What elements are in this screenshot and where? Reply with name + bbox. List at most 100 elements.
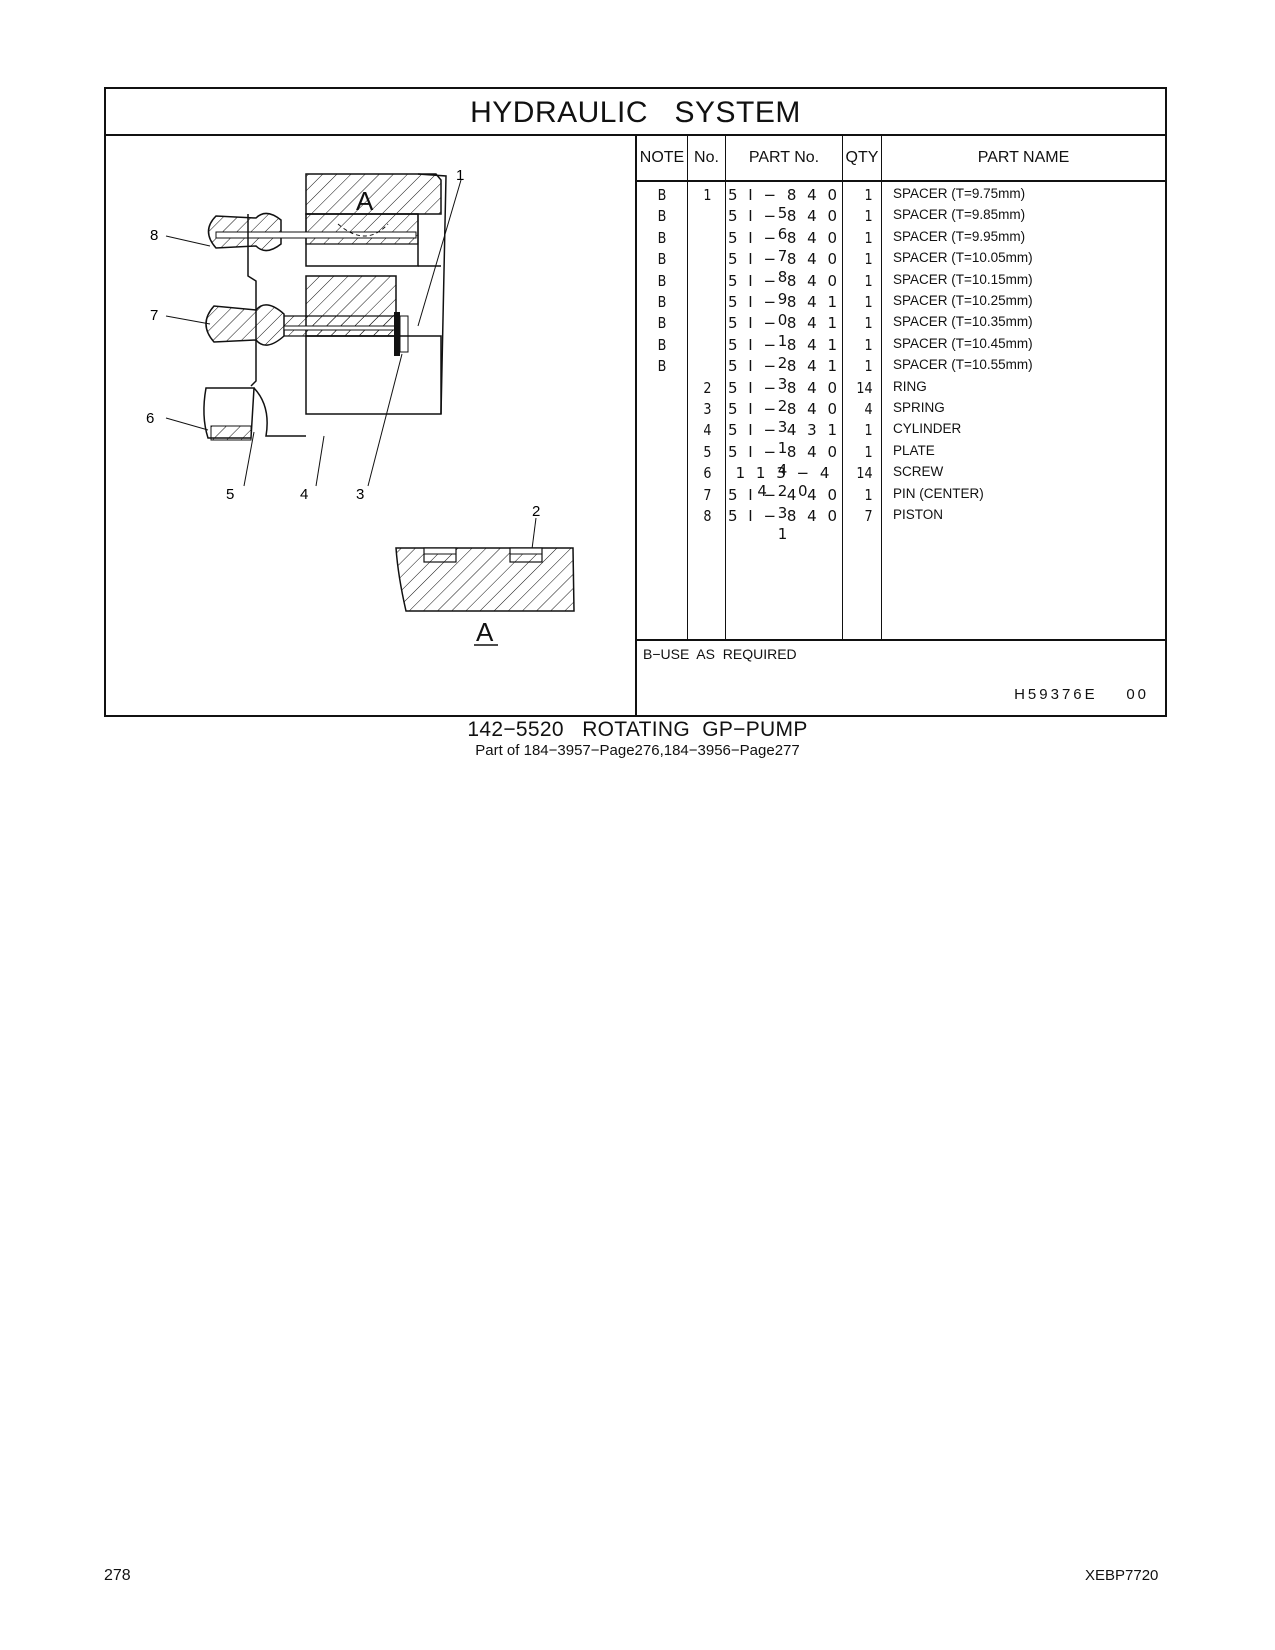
row-note: B	[657, 335, 667, 354]
table-row: B 5 I − 8 4 0 6 1 SPACER (T=9.85mm)	[637, 207, 1165, 243]
row-note: B	[657, 271, 667, 290]
parts-table: NOTE No. PART No. QTY PART NAME B 1 5 I − …	[637, 136, 1165, 717]
assembly-reference: Part of 184−3957−Page276,184−3956−Page27…	[475, 742, 800, 759]
row-number: 7	[703, 485, 712, 504]
row-quantity: 1	[864, 485, 873, 504]
row-quantity: 1	[864, 250, 873, 269]
row-note: B	[657, 207, 667, 226]
col-divider	[881, 136, 882, 639]
document-code: XEBP7720	[1085, 1567, 1159, 1584]
row-quantity: 7	[864, 507, 873, 525]
row-quantity: 1	[864, 186, 873, 204]
row-note: B	[657, 314, 667, 333]
row-number: 2	[703, 378, 712, 397]
row-quantity: 1	[864, 271, 873, 290]
table-row: 8 5 I − 8 4 0 1 7 PISTON	[637, 507, 1165, 543]
row-number: 3	[703, 400, 712, 418]
callout-8: 8	[150, 227, 158, 244]
row-number: 5	[703, 442, 712, 461]
drawing-code: H59376E 00	[1014, 686, 1149, 703]
col-name-header: PART NAME	[882, 136, 1165, 182]
row-part-number: 5 I − 8 4 0 4	[727, 442, 840, 479]
row-quantity: 14	[856, 464, 873, 483]
row-note: B	[657, 250, 667, 269]
row-part-name: PIN (CENTER)	[893, 485, 984, 501]
row-part-number: 5 I − 8 4 0 6	[727, 207, 840, 244]
row-number: 6	[703, 464, 712, 483]
view-label-bottom: A	[476, 617, 494, 647]
col-divider	[842, 136, 843, 639]
row-part-number: 5 I − 8 4 0 2	[727, 378, 840, 415]
row-quantity: 1	[864, 207, 873, 226]
row-part-number: 5 I − 8 4 0 9	[727, 271, 840, 308]
row-quantity: 1	[864, 228, 873, 247]
row-quantity: 14	[856, 378, 873, 397]
assembly-caption: 142−5520 ROTATING GP−PUMP	[467, 718, 808, 741]
row-part-name: SPACER (T=9.95mm)	[893, 228, 1026, 244]
row-number: 8	[703, 507, 712, 525]
callout-4: 4	[300, 486, 308, 503]
row-part-name: CYLINDER	[893, 421, 962, 437]
table-row: B 5 I − 8 4 0 7 1 SPACER (T=9.95mm)	[637, 228, 1165, 265]
col-divider	[725, 136, 726, 639]
callout-3: 3	[356, 486, 364, 503]
callout-7: 7	[150, 307, 158, 324]
col-note-header: NOTE	[637, 136, 687, 182]
page-number: 278	[104, 1567, 131, 1584]
view-marker-top: A	[356, 186, 374, 216]
col-no-header: No.	[688, 136, 725, 182]
table-row: B 1 5 I − 8 4 0 5 1 SPACER (T=9.75mm)	[637, 186, 1165, 222]
row-note: B	[657, 228, 667, 247]
row-note: B	[657, 357, 667, 376]
row-part-name: SPACER (T=10.35mm)	[893, 314, 1033, 330]
pump-cross-section-drawing: A 1 8 7 6 5 4 3 2 A	[146, 167, 575, 647]
row-quantity: 1	[864, 421, 873, 440]
row-note: B	[657, 293, 667, 311]
col-divider	[687, 136, 688, 639]
row-part-number: 5 I − 8 4 1 2	[727, 335, 840, 372]
row-part-name: SPACER (T=10.45mm)	[893, 335, 1033, 351]
row-part-number: 5 I − 8 4 0 3	[727, 400, 840, 436]
row-part-name: PLATE	[893, 442, 935, 458]
row-part-name: SPACER (T=9.85mm)	[893, 207, 1026, 223]
row-part-name: RING	[893, 378, 927, 394]
exploded-illustration: A 1 8 7 6 5 4 3 2 A	[106, 136, 637, 717]
row-part-number: 5 I − 8 4 1 3	[727, 357, 840, 394]
parts-frame: HYDRAULIC SYSTEM	[104, 87, 1167, 717]
row-part-number: 5 I − 8 4 0 7	[727, 228, 840, 265]
row-number: 1	[703, 186, 712, 204]
col-qty-header: QTY	[843, 136, 881, 182]
table-row: 2 5 I − 8 4 0 2 14 RING	[637, 378, 1165, 415]
row-quantity: 4	[864, 400, 873, 418]
row-quantity: 1	[864, 335, 873, 354]
row-note: B	[657, 186, 667, 204]
col-part-header: PART No.	[726, 136, 842, 182]
callout-1: 1	[456, 167, 464, 184]
table-row: 3 5 I − 8 4 0 3 4 SPRING	[637, 400, 1165, 436]
section-title: HYDRAULIC SYSTEM	[106, 89, 1165, 136]
callout-2: 2	[532, 503, 540, 520]
row-part-number: 5 I − 8 4 1 0	[727, 293, 840, 329]
table-row: B 5 I − 8 4 1 0 1 SPACER (T=10.25mm)	[637, 293, 1165, 329]
footnote: B−USE AS REQUIRED	[643, 646, 797, 662]
row-part-name: PISTON	[893, 507, 944, 522]
row-part-name: SPRING	[893, 400, 945, 415]
row-part-name: SPACER (T=10.05mm)	[893, 250, 1033, 266]
row-part-number: 5 I − 4 3 1 1	[727, 421, 840, 458]
row-part-number: 5 I − 8 4 0 1	[727, 507, 840, 543]
row-part-name: SPACER (T=9.75mm)	[893, 186, 1026, 201]
callout-6: 6	[146, 410, 154, 427]
row-part-name: SPACER (T=10.55mm)	[893, 357, 1033, 373]
row-quantity: 1	[864, 293, 873, 311]
row-part-name: SCREW	[893, 464, 944, 480]
row-part-number: 5 I − 4 4 0 3	[727, 485, 840, 522]
row-part-number: 5 I − 8 4 0 5	[727, 186, 840, 222]
row-part-name: SPACER (T=10.25mm)	[893, 293, 1033, 308]
